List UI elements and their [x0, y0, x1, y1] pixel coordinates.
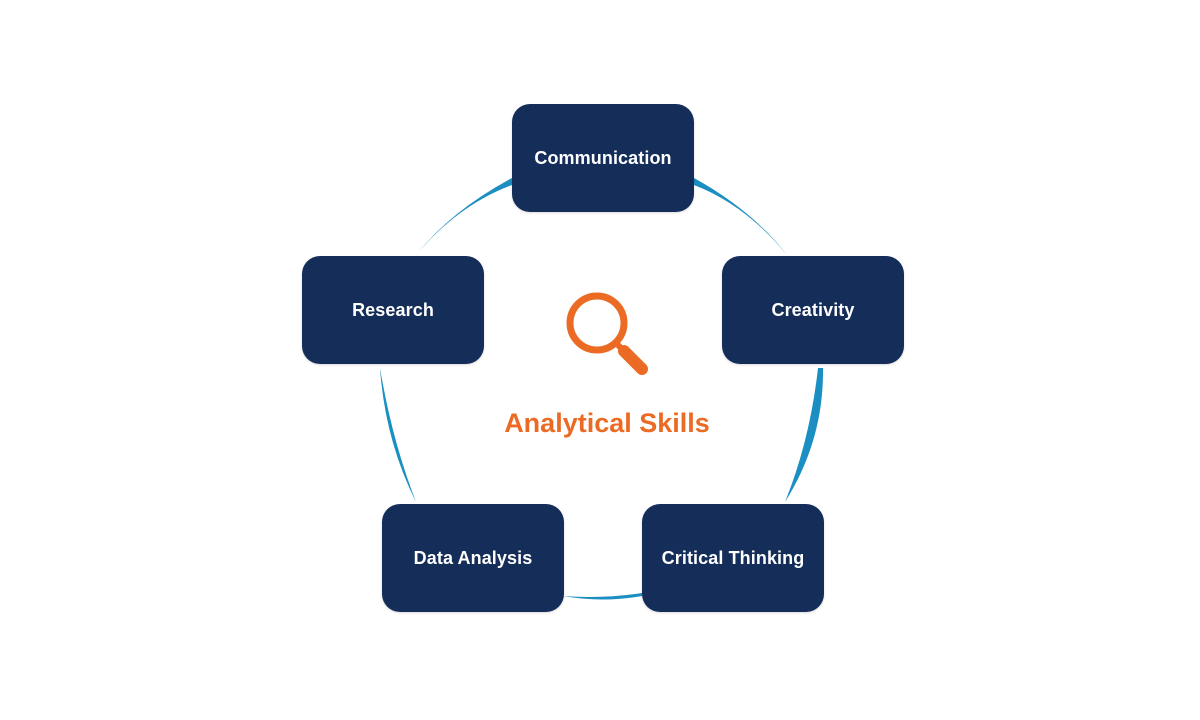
node-research: Research — [302, 256, 484, 364]
node-label: Critical Thinking — [661, 547, 805, 568]
magnifying-glass-icon — [566, 292, 648, 375]
connector-critical-thinking-data-analysis — [563, 593, 642, 600]
node-label: Creativity — [771, 299, 855, 320]
connector-creativity-critical-thinking — [785, 368, 824, 502]
connector-data-analysis-research — [380, 368, 416, 502]
connector-communication-creativity — [694, 178, 787, 255]
node-data-analysis: Data Analysis — [382, 504, 564, 612]
node-communication: Communication — [512, 104, 694, 212]
node-creativity: Creativity — [722, 256, 904, 364]
center-title: Analytical Skills — [504, 408, 710, 438]
connector-research-communication — [416, 178, 512, 255]
node-label: Research — [352, 299, 434, 320]
node-critical-thinking: Critical Thinking — [642, 504, 824, 612]
node-label: Communication — [534, 147, 672, 168]
node-label: Data Analysis — [413, 547, 533, 568]
